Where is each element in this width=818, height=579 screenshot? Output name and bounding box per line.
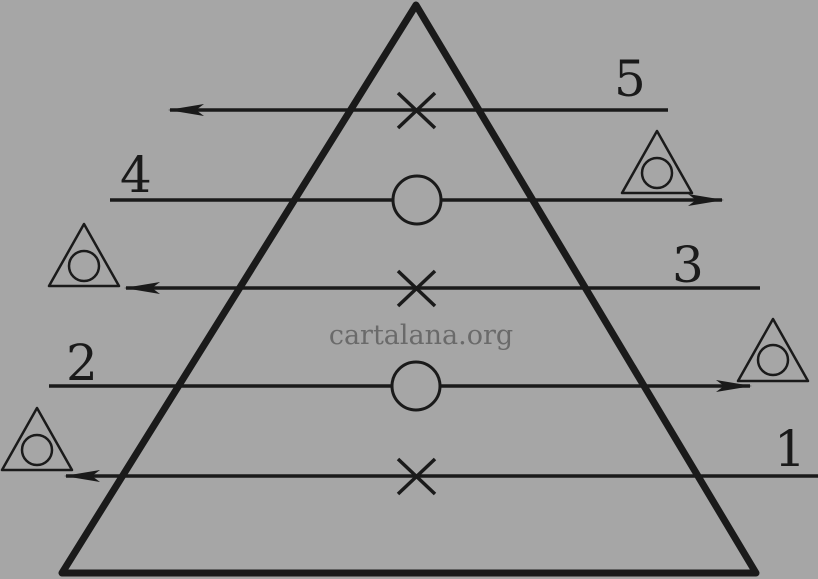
triangle-circle-symbol-line-3 — [47, 222, 121, 288]
circle-mark-line-4 — [391, 174, 443, 226]
cross-mark-line-3 — [396, 269, 437, 308]
triangle-circle-symbol-line-1 — [0, 406, 74, 472]
circle-mark-line-2 — [390, 360, 442, 412]
triangle-circle-symbol-line-4 — [620, 129, 694, 195]
triangle-circle-symbol-line-2 — [736, 317, 810, 383]
line-1-number: 1 — [774, 420, 806, 478]
line-5-number: 5 — [614, 50, 646, 108]
line-3-number: 3 — [672, 236, 704, 294]
cross-mark-line-5 — [396, 91, 437, 130]
line-2-number: 2 — [66, 334, 98, 392]
cross-mark-line-1 — [396, 457, 437, 496]
line-4-number: 4 — [120, 146, 152, 204]
watermark-text: cartalana.org — [329, 320, 513, 351]
